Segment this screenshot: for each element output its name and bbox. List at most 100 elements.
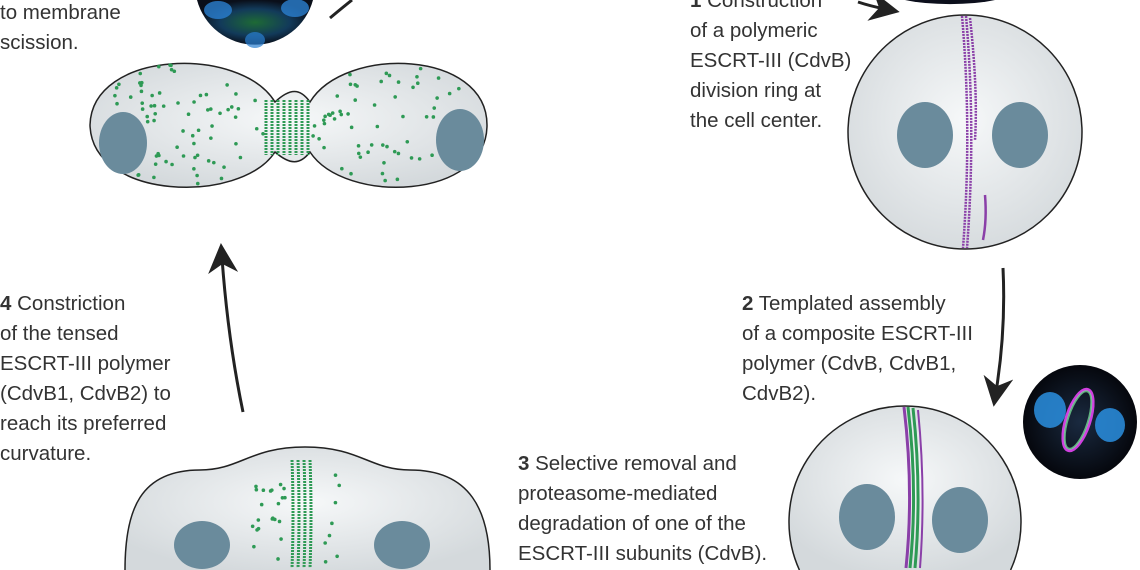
caption-line: (CdvB1, CdvB2) to: [0, 382, 171, 405]
particle: [117, 82, 121, 87]
particle: [212, 160, 216, 165]
particle: [136, 173, 140, 177]
particle: [418, 66, 423, 71]
particle: [192, 100, 196, 104]
particle: [113, 93, 117, 98]
particle: [396, 151, 401, 156]
particle: [192, 141, 196, 146]
caption-line: polymer (CdvB, CdvB1,: [742, 352, 957, 375]
caption-line: proteasome-mediated: [518, 482, 718, 505]
particle: [358, 155, 363, 159]
particle: [198, 93, 203, 98]
particle: [356, 151, 361, 156]
particle: [209, 136, 213, 140]
caption-line: ESCRT-III polymer: [0, 352, 171, 375]
particle: [432, 106, 437, 110]
particle: [115, 101, 119, 106]
arrow-step0: [329, 0, 353, 20]
cell-step3: [124, 446, 491, 570]
particle: [411, 85, 415, 90]
particle: [169, 63, 173, 68]
particle: [430, 153, 434, 158]
caption-line: scission.: [0, 31, 79, 54]
particle: [457, 86, 461, 91]
particle: [415, 74, 419, 79]
caption-step4: 4 Constriction of the tensed ESCRT-III p…: [0, 289, 171, 469]
caption-line: reach its preferred: [0, 412, 167, 435]
particle: [330, 111, 335, 115]
step-number: 2: [742, 292, 754, 315]
particle: [172, 69, 177, 74]
particle: [150, 93, 154, 98]
particle: [366, 150, 370, 155]
particle: [395, 177, 400, 182]
nucleus: [174, 521, 230, 569]
particle: [210, 124, 214, 128]
particle: [417, 157, 422, 161]
caption-step2: 2 Templated assembly of a composite ESCR…: [742, 289, 973, 409]
particle: [219, 176, 224, 181]
particle: [383, 178, 387, 183]
particle: [156, 151, 160, 156]
ring-polymer-cdvb: [960, 15, 969, 249]
particle: [149, 104, 153, 108]
particle: [369, 143, 374, 147]
particle: [353, 98, 358, 102]
particle: [234, 92, 238, 96]
particle: [311, 134, 315, 138]
particle: [176, 101, 180, 105]
caption-line: division ring at: [690, 79, 822, 102]
particle: [270, 517, 275, 521]
particle: [322, 145, 326, 150]
particle: [152, 175, 156, 180]
particle: [222, 165, 226, 169]
caption-line: Selective removal and: [535, 452, 737, 475]
arrow-step1: [857, 0, 900, 21]
particle: [254, 484, 258, 489]
particle: [279, 537, 283, 541]
particle: [152, 103, 157, 108]
particle: [424, 114, 429, 119]
particle: [138, 81, 142, 85]
particle: [327, 533, 332, 538]
micrograph-top-right: [905, 0, 995, 5]
particle: [225, 83, 229, 87]
particle: [190, 133, 195, 138]
particle: [233, 115, 238, 119]
particle: [372, 103, 377, 107]
particle: [195, 153, 200, 158]
particle: [261, 488, 266, 493]
cytoplasm-particles: [113, 63, 461, 186]
particle: [333, 473, 338, 477]
particle: [169, 67, 174, 72]
particle: [326, 112, 331, 117]
cell-step1: [847, 14, 1083, 250]
particle: [254, 487, 259, 492]
caption-step1: 1 Construction of a polymeric ESCRT-III …: [690, 0, 851, 136]
particle: [181, 129, 185, 133]
particle: [206, 159, 211, 163]
particle: [256, 518, 261, 522]
particle: [384, 71, 389, 76]
particle: [339, 112, 344, 117]
caption-step3: 3 Selective removal and proteasome-media…: [518, 449, 767, 569]
particle: [447, 91, 452, 96]
particle: [128, 95, 133, 99]
polymer-filament: [308, 459, 313, 569]
particle: [153, 111, 158, 116]
particle: [435, 96, 439, 100]
particle: [161, 104, 166, 108]
particle: [195, 181, 200, 186]
particle: [193, 155, 197, 160]
particle: [234, 142, 238, 146]
nucleus: [839, 484, 895, 550]
particle: [431, 115, 436, 119]
step-number: 1: [690, 0, 702, 12]
particle: [322, 118, 326, 122]
nucleus: [436, 109, 484, 171]
particle: [145, 114, 150, 119]
particle: [152, 118, 156, 123]
particle: [261, 131, 265, 136]
caption-line: ESCRT-III subunits (CdvB).: [518, 542, 768, 565]
